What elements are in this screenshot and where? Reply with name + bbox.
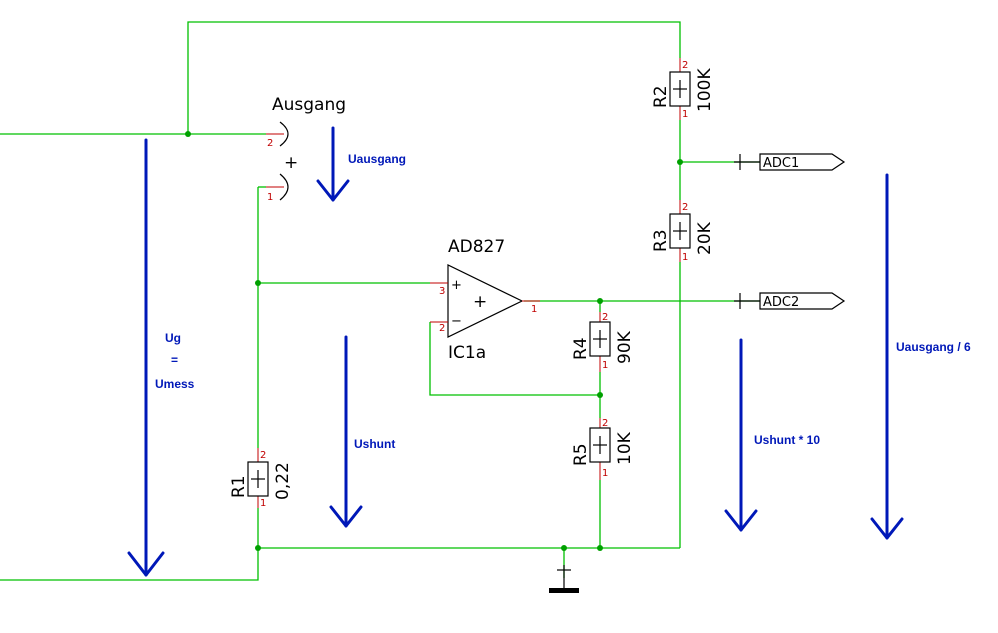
r3-pin-top: 2 xyxy=(682,202,688,213)
r3-value: 20K xyxy=(695,221,715,255)
label-uausgang: Uausgang xyxy=(348,152,406,166)
output-terminal-top xyxy=(279,121,289,147)
ground-bar xyxy=(549,588,579,593)
r2-pin-top: 2 xyxy=(682,60,688,71)
arrow-uausgang-div6-head xyxy=(870,517,904,540)
wires xyxy=(0,21,760,581)
r4-value: 90K xyxy=(615,330,635,364)
r4-pin-top: 2 xyxy=(602,312,608,323)
ground-symbol xyxy=(549,565,579,593)
label-uausgang-div6: Uausgang / 6 xyxy=(896,340,971,354)
r5-pin-top: 2 xyxy=(602,418,608,429)
resistor-r5: 2 1 R5 10K xyxy=(571,418,635,480)
r4-ref: R4 xyxy=(571,337,591,360)
label-ushunt: Ushunt xyxy=(354,437,395,451)
junctions xyxy=(185,131,683,551)
junction-dot xyxy=(597,545,603,551)
r3-ref: R3 xyxy=(651,229,671,252)
adc1-text: ADC1 xyxy=(763,156,799,171)
junction-dot xyxy=(597,392,603,398)
output-connector: Ausgang 2 1 + xyxy=(266,95,346,203)
junction-dot xyxy=(597,298,603,304)
resistor-r2: 2 1 R2 100K xyxy=(651,58,715,120)
r1-ref: R1 xyxy=(229,475,249,498)
resistor-r3: 2 1 R3 20K xyxy=(651,200,715,263)
r5-value: 10K xyxy=(615,431,635,465)
r1-body xyxy=(247,461,269,497)
output-pin-bottom: 1 xyxy=(267,192,273,203)
opamp-minus-sign: − xyxy=(451,314,462,329)
junction-dot xyxy=(255,545,261,551)
r2-value: 100K xyxy=(695,68,715,112)
arrow-ushunt-head xyxy=(329,505,363,528)
junction-dot xyxy=(185,131,191,137)
resistor-r4: 2 1 R4 90K xyxy=(571,312,635,372)
r1-pin-bottom: 1 xyxy=(260,498,266,509)
output-terminal-bottom xyxy=(279,173,289,201)
opamp-ref: IC1a xyxy=(448,343,486,363)
label-equals: = xyxy=(171,353,178,367)
opamp-pin-plus: 3 xyxy=(439,286,445,297)
adc2-text: ADC2 xyxy=(763,295,799,310)
r5-ref: R5 xyxy=(571,443,591,466)
arrow-uausgang-head xyxy=(316,179,350,202)
opamp-triangle xyxy=(447,264,524,338)
r2-pin-bottom: 1 xyxy=(682,109,688,120)
net-label-adc1: ADC1 xyxy=(734,153,846,171)
junction-dot xyxy=(677,159,683,165)
r5-body xyxy=(589,427,611,463)
opamp-pin-minus: 2 xyxy=(439,323,445,334)
r5-pin-bottom: 1 xyxy=(602,468,608,479)
junction-dot xyxy=(561,545,567,551)
arrow-ug-head xyxy=(127,551,165,577)
output-pin-top: 2 xyxy=(267,138,273,149)
label-ushunt-x10: Ushunt * 10 xyxy=(754,433,820,447)
arrow-ushunt-x10-head xyxy=(724,509,758,532)
wire-top-loop xyxy=(187,21,681,134)
adc1-flag xyxy=(759,153,846,171)
resistor-r1: 2 1 R1 0,22 xyxy=(229,448,293,509)
opamp-body-sign: + xyxy=(473,292,487,312)
adc2-flag xyxy=(759,292,846,310)
opamp-plus-sign: + xyxy=(451,278,462,293)
r2-ref: R2 xyxy=(651,85,671,108)
wire-input-bottom xyxy=(0,548,259,581)
net-label-adc2: ADC2 xyxy=(734,292,846,310)
voltage-annotations: Uausgang Ug = Umess Ushunt Ushunt * 10 U… xyxy=(127,126,971,577)
output-polarity: + xyxy=(284,153,298,173)
r2-body xyxy=(669,71,691,107)
r1-value: 0,22 xyxy=(273,462,293,500)
r1-pin-top: 2 xyxy=(260,450,266,461)
opamp-pin-out: 1 xyxy=(531,304,537,315)
r3-pin-bottom: 1 xyxy=(682,252,688,263)
opamp-ic1a: AD827 3 2 1 + − + IC1a xyxy=(430,237,540,363)
r4-pin-bottom: 1 xyxy=(602,360,608,371)
r4-body xyxy=(589,321,611,357)
junction-dot xyxy=(255,280,261,286)
opamp-part: AD827 xyxy=(448,237,505,257)
label-umess: Umess xyxy=(155,377,195,391)
r3-body xyxy=(669,213,691,249)
wire-feedback xyxy=(429,322,600,396)
output-label: Ausgang xyxy=(272,95,346,115)
label-ug: Ug xyxy=(165,331,181,345)
